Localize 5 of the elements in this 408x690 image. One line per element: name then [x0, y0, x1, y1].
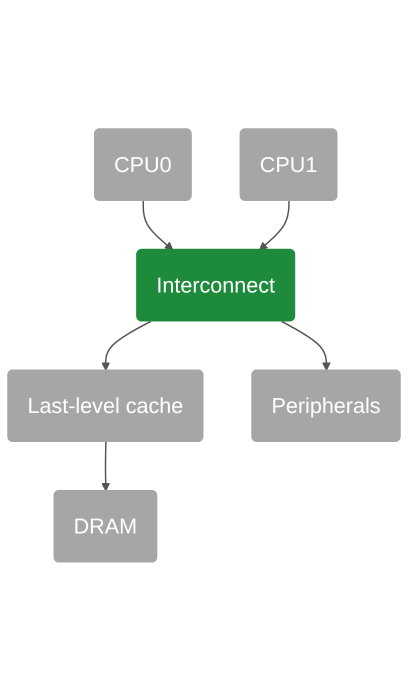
arrow	[281, 320, 331, 370]
arrow	[101, 320, 152, 370]
arrow	[259, 200, 290, 250]
arrow	[142, 200, 174, 250]
arrow	[101, 442, 110, 491]
